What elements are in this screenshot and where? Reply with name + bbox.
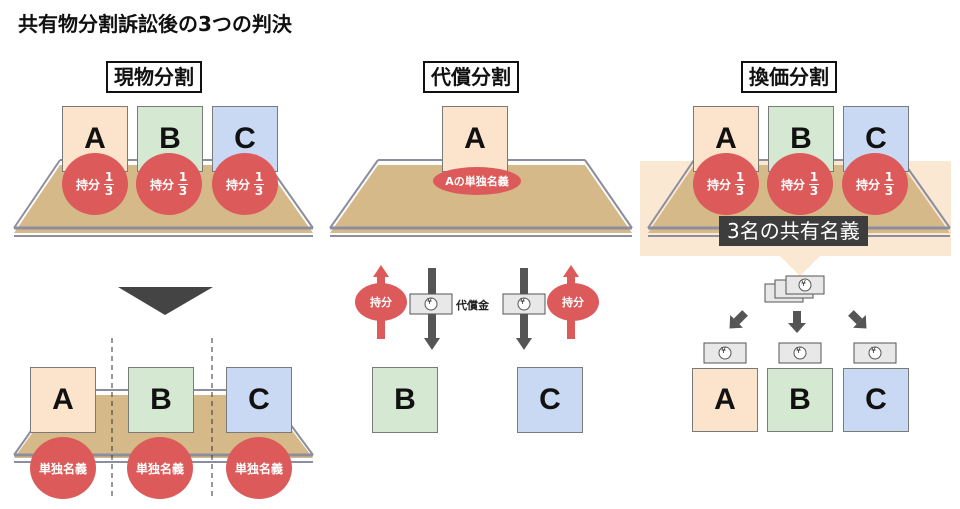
share-label: 持分 xyxy=(780,177,805,192)
party-b-payout-box: B xyxy=(767,368,833,432)
party-c-payout-box: C xyxy=(843,368,909,432)
a-sole-owner-ellipse: Aの単独名義 xyxy=(433,167,521,195)
party-a-result-box: A xyxy=(30,367,96,433)
share-label: 持分 xyxy=(149,177,174,192)
section-title-auction: 換価分割 xyxy=(741,61,837,93)
party-b-result-box: B xyxy=(128,367,194,433)
sole-owner-circle-c: 単独名義 xyxy=(226,437,292,499)
yen-symbol-b: ¥ xyxy=(796,346,802,355)
party-b-compensation-box: B xyxy=(372,367,438,433)
bill-stack-icon xyxy=(764,275,825,303)
share-denominator: 3 xyxy=(254,183,264,198)
sole-owner-circle-b: 単独名義 xyxy=(127,437,193,499)
yen-symbol-middle-right: ¥ xyxy=(520,297,526,306)
share-denominator: 3 xyxy=(178,183,188,198)
share-denominator: 3 xyxy=(884,183,894,198)
bill-c-icon xyxy=(853,342,897,364)
distribute-arrow-left-icon xyxy=(729,310,748,329)
share-numerator: 1 xyxy=(735,169,745,184)
party-c-compensation-box: C xyxy=(517,367,583,433)
bill-middle-right-icon xyxy=(502,293,546,315)
share-label: 持分 xyxy=(855,177,880,192)
party-a-payout-box: A xyxy=(692,368,758,432)
yen-symbol-c: ¥ xyxy=(871,346,877,355)
share-numerator: 1 xyxy=(104,169,114,184)
banner-down-arrow-icon xyxy=(780,256,820,276)
share-denominator: 3 xyxy=(809,183,819,198)
down-triangle-icon xyxy=(118,287,213,315)
co-owner-banner: 3名の共有名義 xyxy=(719,216,868,246)
land-plot-middle-top xyxy=(329,159,633,237)
share-numerator: 1 xyxy=(884,169,894,184)
section-title-physical: 現物分割 xyxy=(106,61,202,93)
sole-owner-circle-a: 単独名義 xyxy=(30,437,96,499)
party-c-result-box: C xyxy=(226,367,292,433)
yen-symbol-stack: ¥ xyxy=(801,279,807,288)
page-title: 共有物分割訴訟後の3つの判決 xyxy=(18,12,292,36)
distribute-arrow-right-icon xyxy=(848,310,867,329)
share-denominator: 3 xyxy=(735,183,745,198)
bill-a-icon xyxy=(703,342,747,364)
party-a-compensation-box: A xyxy=(442,106,508,172)
share-denominator: 3 xyxy=(104,183,114,198)
distribute-arrow-middle-icon xyxy=(788,311,806,333)
bill-b-icon xyxy=(778,342,822,364)
section-title-compensation: 代償分割 xyxy=(423,61,519,93)
yen-symbol-a: ¥ xyxy=(721,346,727,355)
share-numerator: 1 xyxy=(178,169,188,184)
share-label: 持分 xyxy=(75,177,100,192)
share-bubble-right: 持分 xyxy=(547,283,599,321)
share-bubble-left: 持分 xyxy=(355,283,407,321)
share-label: 持分 xyxy=(706,177,731,192)
compensation-label: 代償金 xyxy=(456,299,489,312)
share-label: 持分 xyxy=(225,177,250,192)
yen-symbol-middle-left: ¥ xyxy=(427,297,433,306)
share-numerator: 1 xyxy=(254,169,264,184)
share-numerator: 1 xyxy=(809,169,819,184)
bill-middle-left-icon xyxy=(409,293,453,315)
